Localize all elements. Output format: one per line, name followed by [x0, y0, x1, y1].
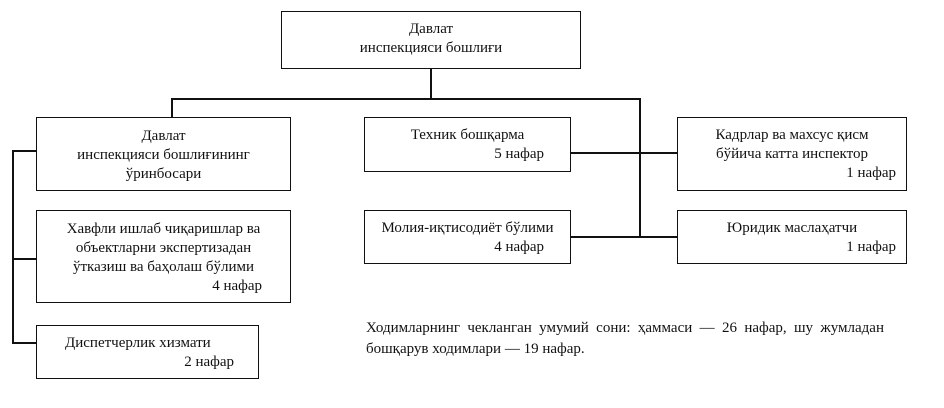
expertise-box: Хавфли ишлаб чиқаришлар ва объектларни э…	[36, 210, 291, 303]
connector	[12, 258, 37, 260]
deputy-line1: Давлат	[141, 128, 186, 144]
legal-line1: Юридик маслаҳатчи	[726, 220, 858, 236]
connector	[12, 150, 14, 343]
expertise-line2: объектларни экспертизадан	[75, 240, 252, 256]
technical-count: 5 нафар	[494, 146, 544, 162]
deputy-line3: ўринбосари	[125, 166, 202, 182]
connector	[570, 152, 678, 154]
finance-box: Молия-иқтисодиёт бўлими 4 нафар	[364, 210, 571, 264]
technical-box: Техник бошқарма 5 нафар	[364, 117, 571, 172]
legal-count: 1 нафар	[846, 239, 896, 255]
deputy-box: Давлат инспекцияси бошлиғининг ўринбосар…	[36, 117, 291, 191]
head-title-line1: Давлат	[408, 21, 454, 37]
dispatch-count: 2 нафар	[184, 354, 234, 370]
expertise-line3: ўтказиш ва баҳолаш бўлими	[72, 259, 255, 275]
hr-count: 1 нафар	[846, 165, 896, 181]
staff-note: Ходимларнинг чекланган умумий сони: ҳамм…	[366, 320, 884, 357]
head-title-line2: инспекцияси бошлиғи	[359, 40, 503, 56]
hr-line2: бўйича катта инспектор	[715, 146, 868, 162]
deputy-line2: инспекцияси бошлиғининг	[77, 147, 250, 163]
hr-box: Кадрлар ва махсус қисм бўйича катта инсп…	[677, 117, 907, 191]
technical-line1: Техник бошқарма	[410, 127, 525, 143]
legal-box: Юридик маслаҳатчи 1 нафар	[677, 210, 907, 264]
connector	[171, 98, 640, 100]
dispatch-line1: Диспетчерлик хизмати	[65, 335, 211, 351]
head-box: Давлат инспекцияси бошлиғи	[281, 11, 581, 69]
finance-count: 4 нафар	[494, 239, 544, 255]
connector	[639, 98, 641, 236]
connector	[430, 67, 432, 99]
connector	[570, 236, 678, 238]
hr-line1: Кадрлар ва махсус қисм	[715, 127, 869, 143]
connector	[12, 342, 37, 344]
connector	[171, 98, 173, 118]
finance-line1: Молия-иқтисодиёт бўлими	[381, 220, 554, 236]
dispatch-box: Диспетчерлик хизмати 2 нафар	[36, 325, 259, 379]
connector	[12, 150, 37, 152]
expertise-line1: Хавфли ишлаб чиқаришлар ва	[66, 221, 261, 237]
expertise-count: 4 нафар	[212, 278, 262, 294]
